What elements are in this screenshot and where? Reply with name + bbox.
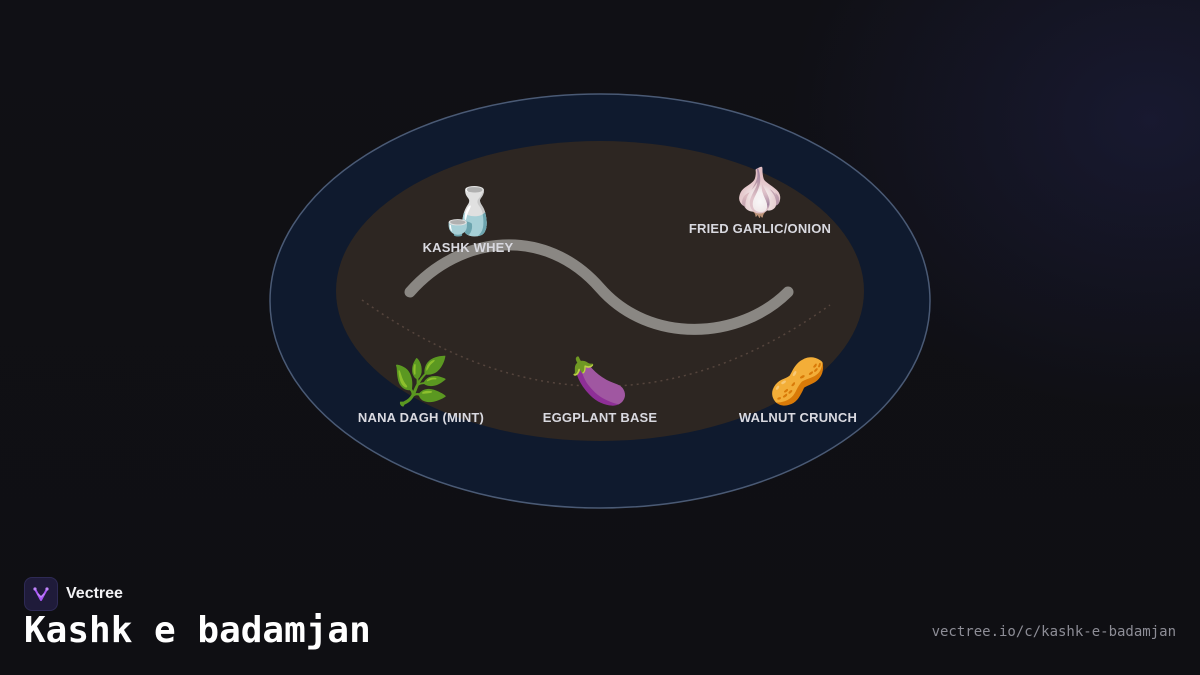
eggplant-icon: 🍆 — [571, 354, 629, 408]
page-title: Kashk e badamjan — [24, 610, 371, 651]
ingredient-label: EGGPLANT BASE — [542, 410, 658, 425]
ingredient-label: NANA DAGH (MINT) — [357, 410, 485, 425]
ingredient-kashk-whey: 🍶 KASHK WHEY — [358, 184, 578, 255]
ingredient-label: WALNUT CRUNCH — [738, 410, 858, 425]
brand: Vectree — [24, 577, 123, 611]
ingredient-eggplant-base: 🍆 EGGPLANT BASE — [490, 354, 710, 425]
vectree-logo-icon — [24, 577, 58, 611]
peanut-icon: 🥜 — [769, 354, 827, 408]
brand-name: Vectree — [66, 585, 123, 602]
ingredient-walnut-crunch: 🥜 WALNUT CRUNCH — [688, 354, 908, 425]
ingredient-label: KASHK WHEY — [422, 240, 514, 255]
ingredient-nana-dagh: 🌿 NANA DAGH (MINT) — [311, 354, 531, 425]
garlic-icon: 🧄 — [731, 165, 789, 219]
kashk-swirl — [404, 239, 794, 335]
ingredient-fried-garlic-onion: 🧄 FRIED GARLIC/ONION — [650, 165, 870, 236]
herb-icon: 🌿 — [392, 354, 450, 408]
source-url: vectree.io/c/kashk-e-badamjan — [931, 624, 1176, 640]
sake-bottle-icon: 🍶 — [439, 184, 497, 238]
ingredient-label: FRIED GARLIC/ONION — [688, 221, 832, 236]
